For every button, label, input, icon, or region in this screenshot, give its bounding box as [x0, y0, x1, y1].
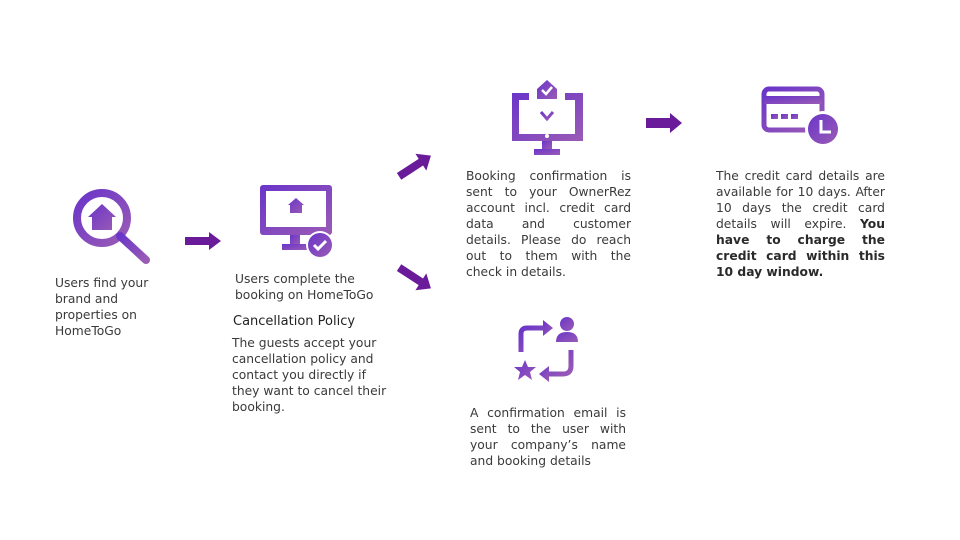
cancellation-policy-title: Cancellation Policy — [233, 314, 356, 329]
step-3-text: Booking confirmation is sent to your Own… — [466, 169, 631, 279]
monitor-house-check-icon — [259, 184, 335, 260]
cancellation-policy-text: The guests accept your cancellation poli… — [232, 336, 387, 414]
arrow-right-icon — [646, 113, 682, 133]
step-5-text: A confirmation email is sent to the user… — [470, 406, 626, 468]
arrow-up-right-icon — [394, 150, 436, 182]
step-1-text: Users find your brand and properties on … — [55, 276, 149, 338]
arrow-right-icon — [185, 232, 221, 250]
step-4-body: The credit card details are available fo… — [716, 169, 885, 231]
credit-card-clock-icon — [761, 86, 841, 148]
step-4-text: The credit card details are available fo… — [716, 168, 885, 280]
magnifier-house-icon — [70, 186, 152, 266]
monitor-download-icon — [511, 79, 585, 159]
step-2-text: Users complete the booking on HomeToGo — [235, 272, 374, 302]
step-4-warning: You have to charge the credit card withi… — [716, 217, 885, 279]
arrow-down-right-icon — [394, 262, 436, 294]
exchange-user-star-icon — [511, 316, 581, 386]
